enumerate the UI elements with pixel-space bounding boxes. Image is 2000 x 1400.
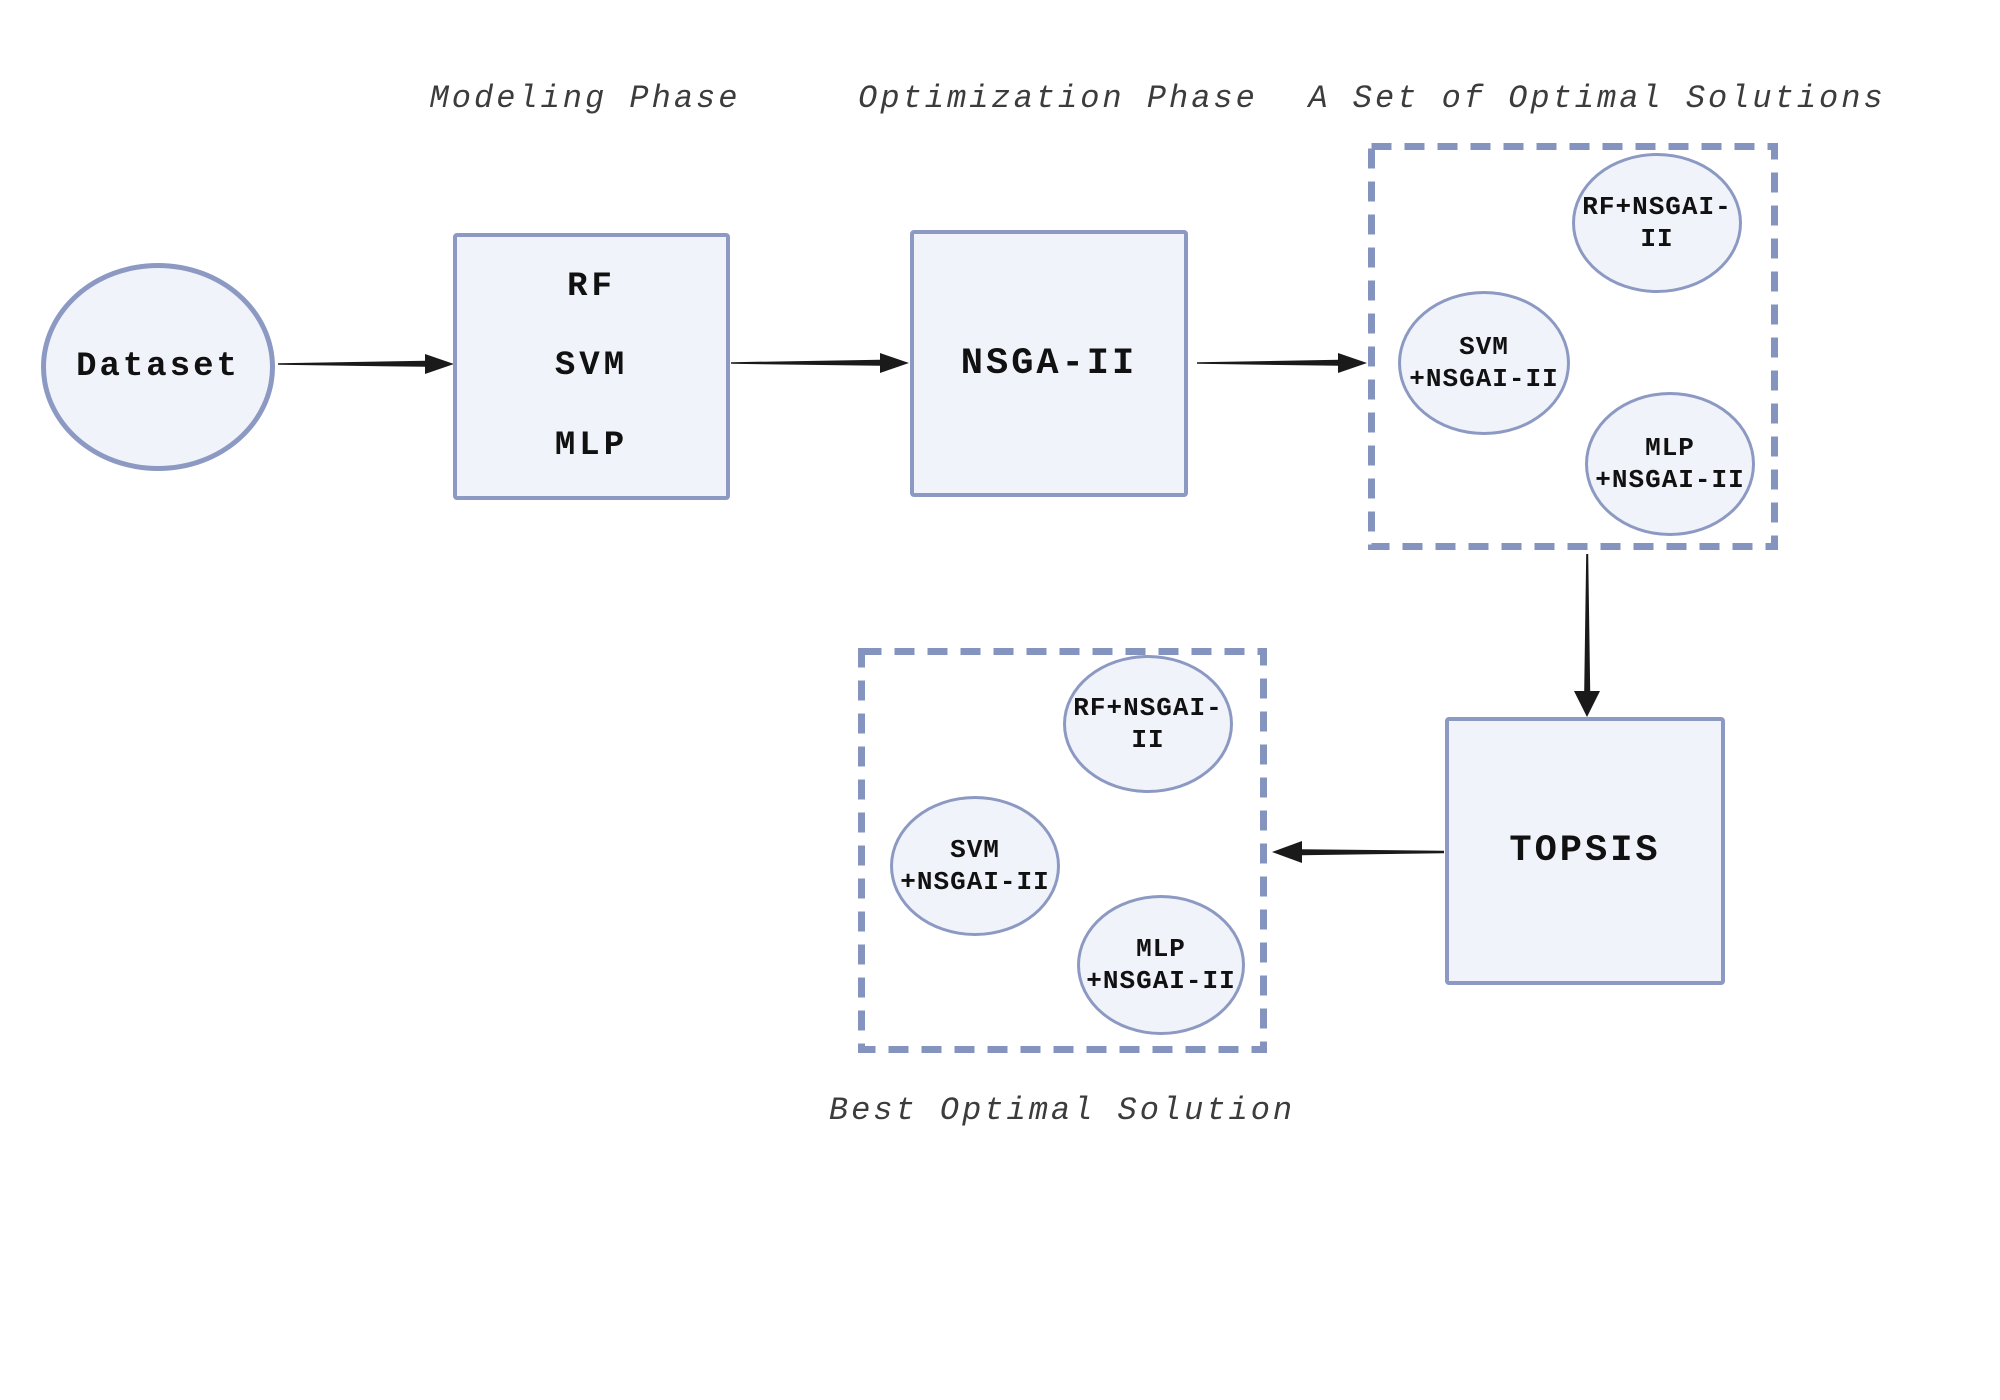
best-solution-ellipse-rf: RF+NSGAI- II — [1063, 655, 1233, 793]
model-item-rf: RF — [567, 267, 616, 306]
arrow-topsis-to-best-solution — [1272, 841, 1444, 863]
solution-set-rf-line1: RF+NSGAI- — [1582, 191, 1732, 222]
arrow-optimal-set-to-topsis — [1574, 554, 1600, 717]
topsis-box: TOPSIS — [1445, 717, 1725, 985]
best-solution-rf-line2: II — [1131, 725, 1165, 755]
best-solution-mlp-line2: +NSGAI-II — [1086, 966, 1236, 996]
model-item-mlp: MLP — [554, 427, 629, 466]
best-solution-ellipse-mlp: MLP +NSGAI-II — [1077, 895, 1245, 1035]
solution-set-mlp-line2: +NSGAI-II — [1595, 465, 1745, 495]
arrow-dataset-to-models — [278, 354, 454, 374]
solution-set-ellipse-rf: RF+NSGAI- II — [1572, 153, 1742, 293]
label-best-solution: Best Optimal Solution — [828, 1092, 1296, 1129]
label-optimal-set: A Set of Optimal Solutions — [1308, 80, 1886, 117]
best-solution-rf-line1: RF+NSGAI- — [1073, 692, 1223, 723]
solution-set-ellipse-svm: SVM +NSGAI-II — [1398, 291, 1570, 435]
best-solution-svm-line1: SVM — [950, 834, 1000, 865]
solution-set-ellipse-mlp: MLP +NSGAI-II — [1585, 392, 1755, 536]
dataset-node: Dataset — [41, 263, 275, 471]
label-optimization-phase: Optimization Phase — [858, 80, 1258, 117]
optimal-set-container — [1368, 143, 1778, 550]
solution-set-rf-line2: II — [1640, 224, 1674, 254]
topsis-label: TOPSIS — [1509, 830, 1661, 872]
nsga2-box: NSGA-II — [910, 230, 1188, 497]
modeling-box: RF SVM MLP — [453, 233, 730, 500]
label-modeling-phase: Modeling Phase — [429, 80, 741, 117]
best-solution-mlp-line1: MLP — [1136, 933, 1186, 964]
arrow-models-to-nsga2 — [731, 353, 909, 373]
solution-set-svm-line2: +NSGAI-II — [1409, 364, 1559, 394]
solution-set-svm-line1: SVM — [1459, 331, 1509, 362]
solution-set-mlp-line1: MLP — [1645, 432, 1695, 463]
best-solution-ellipse-svm: SVM +NSGAI-II — [890, 796, 1060, 936]
arrow-nsga2-to-optimal-set — [1197, 353, 1367, 373]
nsga2-label: NSGA-II — [960, 342, 1138, 385]
dataset-label: Dataset — [76, 348, 240, 386]
model-item-svm: SVM — [554, 347, 629, 386]
best-solution-container — [858, 648, 1267, 1053]
best-solution-svm-line2: +NSGAI-II — [900, 867, 1050, 897]
